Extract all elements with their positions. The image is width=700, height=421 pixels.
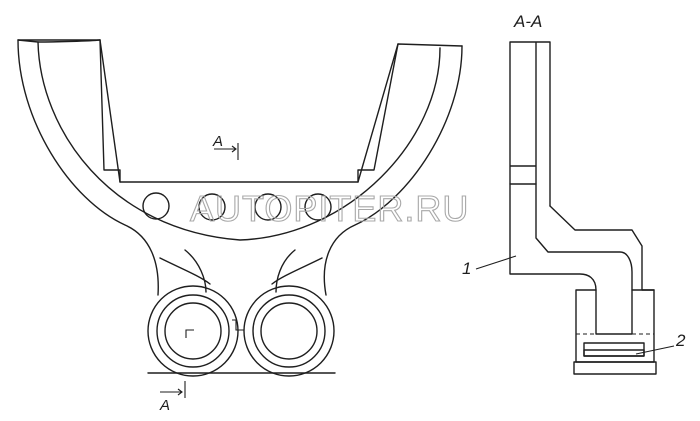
section-view [509, 41, 657, 375]
left-boss-mark [185, 329, 194, 338]
section-arm-outline [549, 205, 655, 291]
hole-2 [198, 193, 226, 221]
callout-1-label: 1 [462, 259, 471, 278]
left-arm-top [17, 39, 121, 183]
section-mark-top: A [212, 133, 239, 160]
hole-1 [142, 192, 170, 220]
right-boss-inner [260, 302, 318, 360]
fork-neck [159, 249, 323, 293]
right-arm-top [357, 43, 463, 183]
boss-notch [232, 319, 244, 331]
fork-front-view [17, 39, 463, 377]
callout-1: 1 [462, 255, 517, 278]
right-boss-middle [252, 294, 326, 368]
left-boss-middle [156, 294, 230, 368]
section-base-plate [573, 361, 657, 375]
watermark: AUTOPITER.RU [190, 188, 469, 229]
fork-inner-contour [37, 41, 441, 241]
section-upper-strip [509, 41, 551, 207]
section-plate-part-2-hatch [583, 349, 645, 357]
fork-pocket-floor [99, 39, 399, 183]
callout-2: 2 [635, 331, 686, 355]
right-boss-outer [243, 285, 335, 377]
section-lower-housing [575, 289, 655, 363]
section-mark-bottom: A [159, 381, 186, 414]
fork-outer-contour-right [323, 45, 463, 296]
callout-2-label: 2 [675, 331, 686, 350]
section-hatched-part-1 [509, 183, 633, 335]
left-boss-inner [164, 302, 222, 360]
section-mark-top-label: A [212, 133, 223, 150]
hole-3 [254, 193, 282, 221]
section-mark-bottom-label: A [159, 397, 170, 414]
hole-4 [304, 193, 332, 221]
left-boss-outer [147, 285, 239, 377]
section-title: A-A [513, 12, 542, 31]
